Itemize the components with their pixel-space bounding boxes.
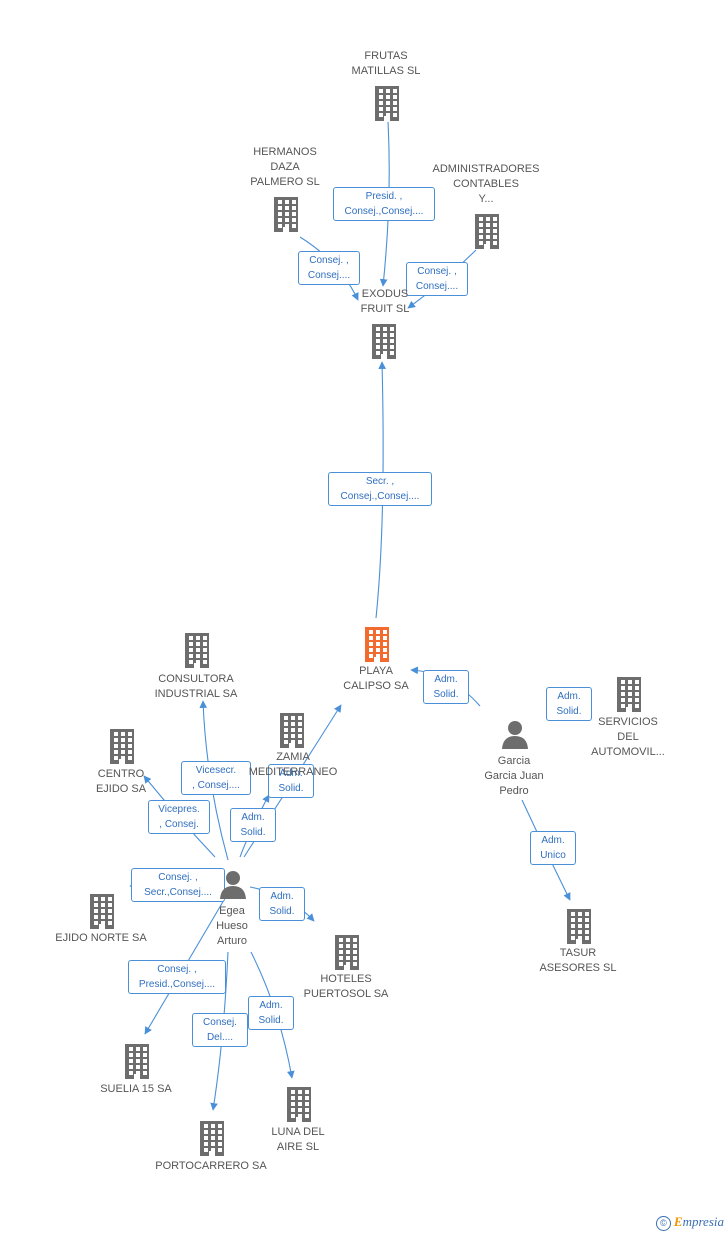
node-frutas[interactable]: FRUTAS MATILLAS SL xyxy=(328,49,444,121)
node-label: Egea Hueso Arturo xyxy=(216,905,248,947)
building-icon xyxy=(87,893,117,934)
node-suelia[interactable]: SUELIA 15 SA xyxy=(88,1043,184,1097)
brand-logo: ©Empresia xyxy=(655,1214,724,1231)
edge-label-egea-suelia[interactable]: Consej. , Presid.,Consej.... xyxy=(128,960,226,994)
building-icon xyxy=(197,1120,227,1161)
node-label: HERMANOS DAZA PALMERO SL xyxy=(250,146,320,188)
node-label: HOTELES PUERTOSOL SA xyxy=(303,973,389,1000)
node-tasur[interactable]: TASUR ASESORES SL xyxy=(526,908,630,976)
edge-label-egea-hoteles[interactable]: Adm. Solid. xyxy=(259,887,305,921)
node-label: PLAYA CALIPSO SA xyxy=(343,665,409,692)
node-label: EXODUS FRUIT SL xyxy=(360,288,410,315)
copyright-icon: © xyxy=(655,1216,671,1231)
node-label: ADMINISTRADORES CONTABLES Y... xyxy=(432,163,540,205)
building-icon xyxy=(472,213,502,254)
edge-label-egea-centro[interactable]: Vicepres. , Consej. xyxy=(148,800,210,834)
edge-label-egea-luna[interactable]: Adm. Solid. xyxy=(248,996,294,1030)
building-icon xyxy=(277,712,307,753)
node-label: CONSULTORA INDUSTRIAL SA xyxy=(154,673,238,700)
person-icon xyxy=(218,870,248,905)
building-icon xyxy=(107,728,137,769)
edge-label-administradores-exodus[interactable]: Consej. , Consej.... xyxy=(406,262,468,296)
building-icon xyxy=(284,1086,314,1127)
edge-label-egea-portocarrero[interactable]: Consej. Del.... xyxy=(192,1013,248,1047)
node-hermanos[interactable]: HERMANOS DAZA PALMERO SL xyxy=(230,145,340,232)
node-label: ZAMIA MEDITERRANEO xyxy=(248,751,338,778)
edge-label-garcia-playa[interactable]: Adm. Solid. xyxy=(423,670,469,704)
node-label: SUELIA 15 SA xyxy=(100,1083,172,1095)
building-icon xyxy=(614,676,644,717)
building-focus-icon xyxy=(362,626,392,667)
building-icon xyxy=(271,196,301,237)
node-label: TASUR ASESORES SL xyxy=(539,947,617,974)
edge-label-garcia-tasur[interactable]: Adm. Unico xyxy=(530,831,576,865)
edge-label-garcia-servicios[interactable]: Adm. Solid. xyxy=(546,687,592,721)
node-centro[interactable]: CENTRO EJIDO SA xyxy=(76,728,166,797)
node-zamia[interactable]: ZAMIA MEDITERRANEO xyxy=(246,712,340,780)
node-portocarrero[interactable]: PORTOCARRERO SA xyxy=(148,1120,274,1174)
edge-label-egea-consultora[interactable]: Vicesecr. , Consej.... xyxy=(181,761,251,795)
edge-label-egea-ejido-norte[interactable]: Consej. , Secr.,Consej.... xyxy=(131,868,225,902)
node-administradores[interactable]: ADMINISTRADORES CONTABLES Y... xyxy=(426,162,546,249)
brand-name: mpresia xyxy=(682,1214,724,1229)
building-icon xyxy=(369,323,399,364)
edge-label-frutas-exodus[interactable]: Presid. , Consej.,Consej.... xyxy=(333,187,435,221)
node-label: LUNA DEL AIRE SL xyxy=(271,1126,325,1153)
building-icon xyxy=(122,1043,152,1084)
node-servicios[interactable]: SERVICIOS DEL AUTOMOVIL... xyxy=(578,676,678,760)
building-icon xyxy=(564,908,594,949)
node-label: EJIDO NORTE SA xyxy=(55,932,147,944)
brand-initial: E xyxy=(673,1214,683,1229)
node-playa[interactable]: PLAYA CALIPSO SA xyxy=(326,626,426,694)
node-label: CENTRO EJIDO SA xyxy=(95,768,147,795)
person-icon xyxy=(500,720,530,755)
node-label: PORTOCARRERO SA xyxy=(155,1160,267,1172)
node-luna[interactable]: LUNA DEL AIRE SL xyxy=(258,1086,338,1155)
building-icon xyxy=(332,934,362,975)
building-icon xyxy=(372,85,402,126)
edge-label-egea-playa[interactable]: Adm. Solid. xyxy=(230,808,276,842)
node-label: Garcia Garcia Juan Pedro xyxy=(484,755,544,797)
edge-label-egea-zamia[interactable]: Adm. Solid. xyxy=(268,764,314,798)
node-label: SERVICIOS DEL AUTOMOVIL... xyxy=(591,716,665,758)
node-ejido-norte[interactable]: EJIDO NORTE SA xyxy=(46,893,156,946)
node-label: FRUTAS MATILLAS SL xyxy=(351,50,421,77)
node-hoteles[interactable]: HOTELES PUERTOSOL SA xyxy=(290,934,402,1002)
node-egea[interactable]: Egea Hueso Arturo xyxy=(192,870,272,949)
node-garcia[interactable]: Garcia Garcia Juan Pedro xyxy=(464,720,564,799)
edge-label-playa-exodus[interactable]: Secr. , Consej.,Consej.... xyxy=(328,472,432,506)
building-icon xyxy=(182,632,212,673)
node-exodus[interactable]: EXODUS FRUIT SL xyxy=(340,287,430,359)
node-consultora[interactable]: CONSULTORA INDUSTRIAL SA xyxy=(138,632,254,702)
edge-label-hermanos-exodus[interactable]: Consej. , Consej.... xyxy=(298,251,360,285)
